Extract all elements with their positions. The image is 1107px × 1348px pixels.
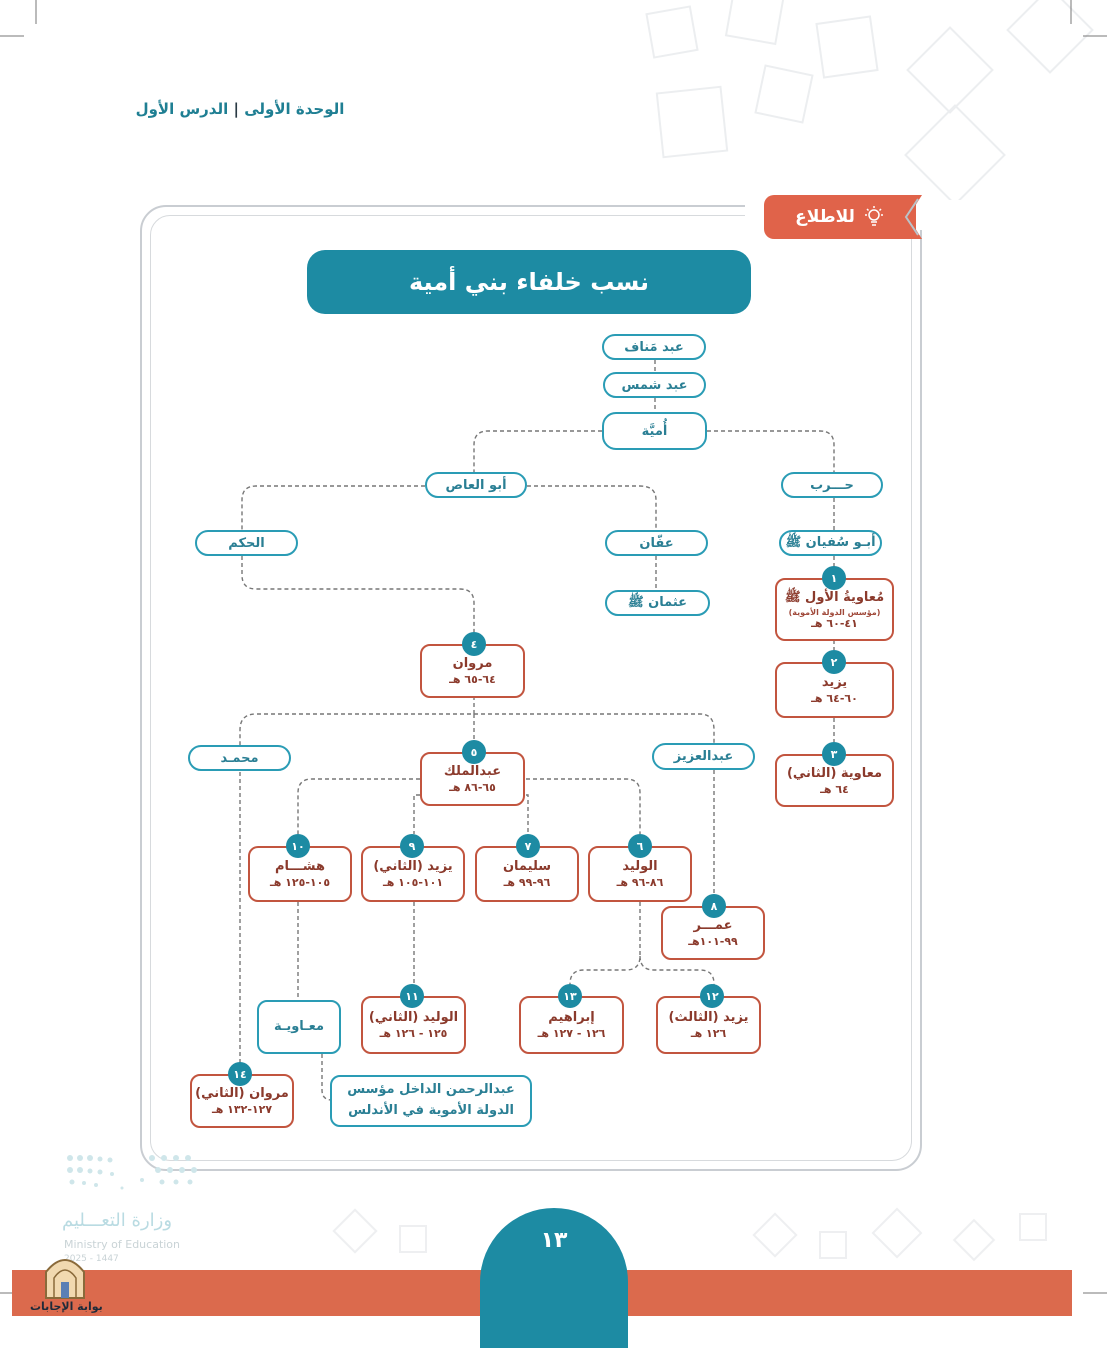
caliph-badge-3: ٣ <box>822 742 846 766</box>
caliph-card-13: إبراهيم ١٢٦ - ١٢٧ هـ <box>519 996 624 1054</box>
lightbulb-icon <box>864 206 883 226</box>
page-number: ١٣ <box>540 1228 568 1253</box>
node-abdulaziz: عبدالعزيز <box>652 743 755 770</box>
caliph-date: ٦٠-٦٤ هـ <box>811 692 858 705</box>
caliph-date: ٨٦-٩٦ هـ <box>616 876 664 889</box>
node-harb: حـــرب <box>781 472 883 498</box>
caliph-name: يزيد (الثالث) <box>668 1010 749 1025</box>
caliph-date: ١٠١-١٠٥ هـ <box>382 876 444 889</box>
site-name: بوابة الإجابات <box>30 1300 103 1313</box>
caliph-badge-4: ٤ <box>462 632 486 656</box>
site-logo <box>45 1259 85 1299</box>
footer-pattern <box>332 1207 1047 1262</box>
node-abdulrahman-line2: الدولة الأموية في الأندلس <box>348 1103 514 1118</box>
info-tag-label: للاطلاع <box>795 207 855 227</box>
caliph-badge-11: ١١ <box>400 984 424 1008</box>
node-alhakam: الحكم <box>195 530 298 556</box>
caliph-name: عبدالملك <box>443 764 502 779</box>
lesson-label: الدرس الأول <box>135 100 229 118</box>
ministry-year: 2025 - 1447 <box>64 1254 119 1264</box>
caliph-name: إبراهيم <box>548 1010 595 1025</box>
caliph-badge-1: ١ <box>822 566 846 590</box>
caliph-date: ٦٤-٦٥ هـ <box>449 673 496 686</box>
node-abd-manaf: عبد مَناف <box>602 334 706 360</box>
node-affan: عفّان <box>605 530 708 556</box>
node-abu-sufyan: أبـو سُفيان ﷺ <box>779 530 882 556</box>
node-abd-shams: عبد شمس <box>603 372 706 398</box>
caliph-badge-8: ٨ <box>702 894 726 918</box>
caliph-date: ١٠٥-١٢٥ هـ <box>269 876 331 889</box>
caliph-badge-10: ١٠ <box>286 834 310 858</box>
diagram-title: نسب خلفاء بني أمية <box>307 250 751 314</box>
caliph-date: ١٢٧-١٣٢ هـ <box>211 1103 273 1116</box>
caliph-note: (مؤسس الدولة الأموية) <box>788 608 881 617</box>
header-separator: | <box>233 100 239 118</box>
caliph-card-7: سليمان ٩٦-٩٩ هـ <box>475 846 579 902</box>
node-abdulrahman-line1: عبدالرحمن الداخل مؤسس <box>347 1082 515 1098</box>
caliph-badge-13: ١٣ <box>558 984 582 1008</box>
caliph-name: الوليد (الثاني) <box>368 1010 459 1025</box>
node-muawiya: معـاويـة <box>257 1000 341 1054</box>
caliph-name: يزيد (الثاني) <box>373 859 453 874</box>
node-umayya: أُميَّة <box>602 412 707 450</box>
ministry-name-en: Ministry of Education <box>64 1238 181 1251</box>
caliph-badge-7: ٧ <box>516 834 540 858</box>
node-abdulrahman: عبدالرحمن الداخل مؤسس الدولة الأموية في … <box>330 1075 532 1127</box>
caliph-date: ١٢٦ هـ <box>690 1027 727 1040</box>
content-frame-inner <box>150 215 912 1161</box>
node-muhammad: محمـد <box>188 745 291 771</box>
caliph-name: الوليد <box>622 859 658 874</box>
caliph-name: هشـــام <box>275 859 325 874</box>
caliph-badge-9: ٩ <box>400 834 424 858</box>
caliph-badge-14: ١٤ <box>228 1062 252 1086</box>
info-tag: للاطلاع <box>764 195 916 239</box>
ministry-name-ar: وزارة التعـــليم <box>62 1210 173 1231</box>
caliph-card-8: عمـــر ٩٩-١٠١هـ <box>661 906 765 960</box>
caliph-badge-12: ١٢ <box>700 984 724 1008</box>
unit-label: الوحدة الأولى <box>244 100 345 118</box>
caliph-badge-2: ٢ <box>822 650 846 674</box>
page-header: الوحدة الأولى | الدرس الأول <box>130 100 350 118</box>
node-abu-alas: أبو العاص <box>425 472 527 498</box>
caliph-name: يزيد <box>821 675 848 690</box>
caliph-date: ١٢٥ - ١٢٦ هـ <box>379 1027 448 1040</box>
caliph-name: مروان (الثاني) <box>195 1086 289 1101</box>
caliph-date: ٦٥-٨٦ هـ <box>449 781 496 794</box>
caliph-name: معاوية (الثاني) <box>786 765 883 781</box>
caliph-name: مُعاويةُ الأول ﷺ <box>784 590 885 605</box>
caliph-date: ١٢٦ - ١٢٧ هـ <box>537 1027 606 1040</box>
caliph-badge-5: ٥ <box>462 740 486 764</box>
page-number-badge <box>480 1208 628 1348</box>
caliph-date: ٩٩-١٠١هـ <box>688 935 738 948</box>
caliph-date: ٩٦-٩٩ هـ <box>503 876 551 889</box>
caliph-date: ٤١-٦٠ هـ <box>811 617 858 630</box>
caliph-name: سليمان <box>502 859 552 874</box>
content-frame <box>140 205 922 1171</box>
tag-chevron <box>900 195 922 239</box>
ministry-logo <box>67 1155 197 1190</box>
node-uthman: عثمان ﷺ <box>605 590 710 616</box>
caliph-name: مروان <box>452 656 493 671</box>
caliph-date: ٦٤ هـ <box>820 782 849 796</box>
node-muawiya-label: معـاويـة <box>274 1018 325 1034</box>
caliph-card-11: الوليد (الثاني) ١٢٥ - ١٢٦ هـ <box>361 996 466 1054</box>
caliph-name: عمـــر <box>693 918 733 933</box>
caliph-badge-6: ٦ <box>628 834 652 858</box>
caliph-card-3: معاوية (الثاني) ٦٤ هـ <box>775 754 894 807</box>
